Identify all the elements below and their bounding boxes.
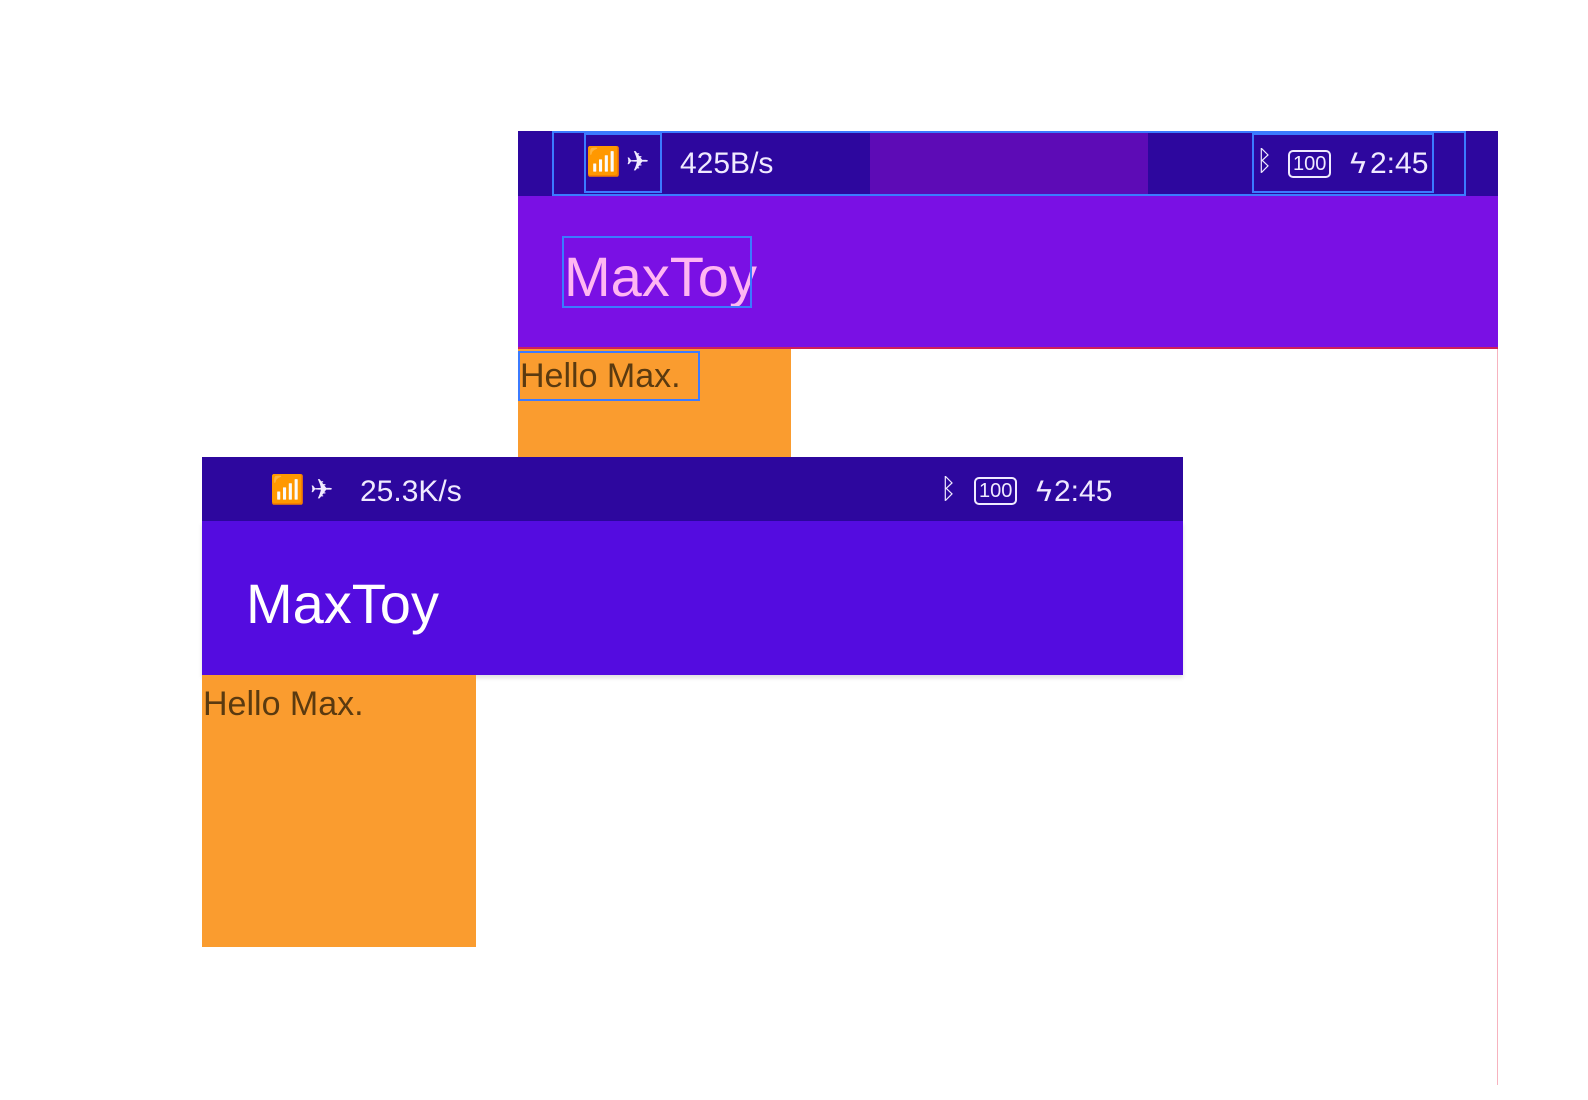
guide-line bbox=[1497, 349, 1498, 1085]
battery-icon: 100 bbox=[974, 477, 1018, 505]
toolbar: MaxToy bbox=[518, 196, 1498, 349]
toolbar-title: MaxToy bbox=[246, 572, 439, 635]
debug-bounds bbox=[518, 351, 700, 401]
debug-bounds bbox=[1252, 133, 1434, 193]
status-bar: 📶 ✈ 25.3K/s ᛒ 100 ϟ 2:45 bbox=[202, 457, 1183, 521]
clock: 2:45 bbox=[1054, 475, 1113, 508]
net-speed: 25.3K/s bbox=[360, 475, 462, 508]
debug-bounds bbox=[584, 133, 662, 193]
airplane-icon: ✈ bbox=[310, 474, 334, 505]
content-box: Hello Max. bbox=[202, 675, 476, 947]
bluetooth-icon: ᛒ bbox=[1256, 145, 1273, 176]
wifi-icon: 📶 bbox=[270, 474, 305, 505]
top-preview: 📶 ✈ 425B/s ᛒ 100 ϟ 2:45 MaxToy Hello Max… bbox=[518, 131, 1498, 457]
clock: 2:45 bbox=[1370, 147, 1429, 180]
charging-icon: ϟ bbox=[1350, 147, 1366, 180]
hello-text: Hello Max. bbox=[203, 685, 364, 723]
debug-bounds bbox=[552, 131, 1466, 196]
toolbar-title: MaxToy bbox=[564, 245, 757, 308]
toolbar: MaxToy bbox=[202, 521, 1183, 675]
bluetooth-icon: ᛒ bbox=[940, 473, 957, 504]
content-box: Hello Max. bbox=[518, 349, 791, 457]
wifi-icon: 📶 bbox=[586, 146, 621, 177]
battery-icon: 100 bbox=[1288, 150, 1332, 178]
hello-text: Hello Max. bbox=[520, 357, 681, 395]
charging-icon: ϟ bbox=[1036, 475, 1052, 508]
airplane-icon: ✈ bbox=[626, 146, 650, 177]
bottom-preview: 📶 ✈ 25.3K/s ᛒ 100 ϟ 2:45 MaxToy Hello Ma… bbox=[202, 457, 1183, 947]
status-bar: 📶 ✈ 425B/s ᛒ 100 ϟ 2:45 bbox=[518, 131, 1498, 196]
debug-bounds bbox=[562, 236, 752, 308]
net-speed: 425B/s bbox=[680, 147, 774, 180]
status-highlight bbox=[870, 131, 1148, 196]
